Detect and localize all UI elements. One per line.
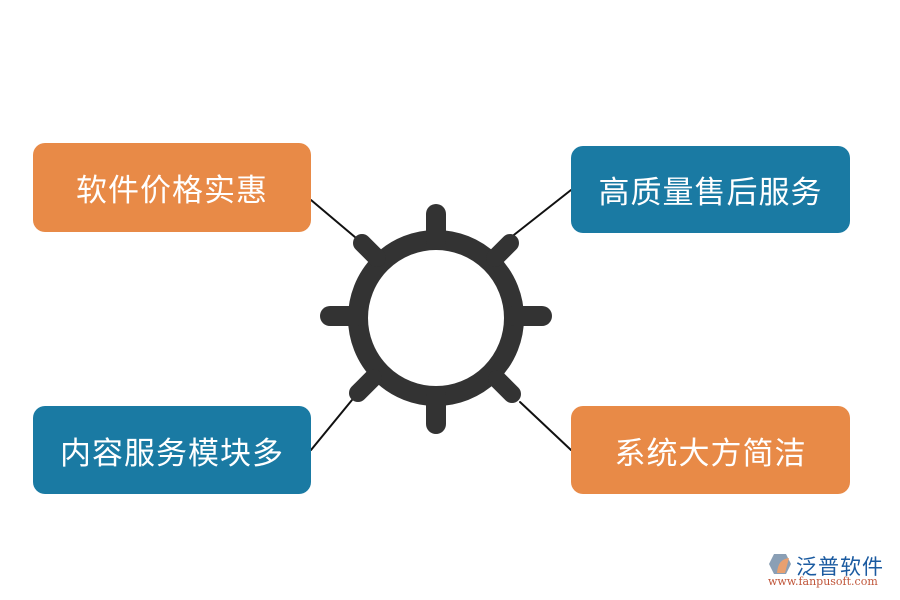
- node-label: 内容服务模块多: [60, 435, 284, 472]
- brand-logo: 泛普软件 www.fanpusoft.com: [766, 551, 896, 591]
- node-many-service-modules: 内容服务模块多: [33, 406, 311, 494]
- connector-bottom-right: [519, 401, 572, 451]
- node-label: 高质量售后服务: [598, 175, 823, 211]
- connector-top-right: [509, 189, 572, 239]
- gear-icon: [320, 204, 552, 434]
- node-label: 系统大方简洁: [614, 435, 807, 472]
- node-after-sales-service: 高质量售后服务: [571, 146, 850, 233]
- logo-name: 泛普软件: [796, 555, 884, 579]
- connector-top-left: [310, 199, 363, 244]
- fanpu-logo-icon: [769, 554, 791, 574]
- connector-bottom-left: [310, 399, 353, 451]
- node-price-affordable: 软件价格实惠: [33, 143, 311, 232]
- node-label: 软件价格实惠: [76, 173, 268, 209]
- node-clean-system: 系统大方简洁: [571, 406, 850, 494]
- logo-url: www.fanpusoft.com: [768, 575, 878, 588]
- connector-lines: [310, 189, 572, 451]
